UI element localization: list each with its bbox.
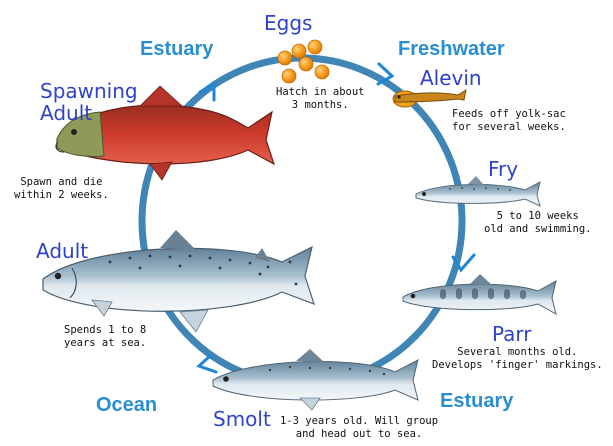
region-label-estuary-top: Estuary bbox=[140, 38, 213, 61]
stage-label-eggs: Eggs bbox=[264, 12, 312, 34]
stage-note-alevin: Feeds off yolk-sac for several weeks. bbox=[452, 108, 566, 134]
fry-illustration bbox=[416, 176, 540, 206]
region-label-estuary-bottom: Estuary bbox=[440, 390, 513, 413]
parr-illustration bbox=[403, 274, 556, 314]
stage-note-adult: Spends 1 to 8 years at sea. bbox=[64, 324, 146, 350]
stage-note-eggs: Hatch in about 3 months. bbox=[276, 86, 365, 112]
stage-note-spawning-adult: Spawn and die within 2 weeks. bbox=[14, 176, 109, 202]
alevin-illustration bbox=[393, 90, 466, 107]
stage-note-smolt: 1-3 years old. Will group and head out t… bbox=[280, 415, 438, 441]
stage-label-parr: Parr bbox=[492, 323, 532, 345]
stage-label-fry: Fry bbox=[488, 158, 518, 180]
stage-label-smolt: Smolt bbox=[213, 408, 271, 430]
stage-note-fry: 5 to 10 weeks old and swimming. bbox=[484, 210, 591, 236]
region-label-freshwater: Freshwater bbox=[398, 38, 505, 61]
region-label-ocean: Ocean bbox=[96, 394, 157, 417]
stage-note-parr: Several months old. Develops 'finger' ma… bbox=[432, 346, 603, 372]
stage-label-alevin: Alevin bbox=[420, 67, 482, 89]
stage-label-adult: Adult bbox=[36, 240, 88, 262]
stage-label-spawning-adult: Spawning Adult bbox=[40, 80, 138, 124]
